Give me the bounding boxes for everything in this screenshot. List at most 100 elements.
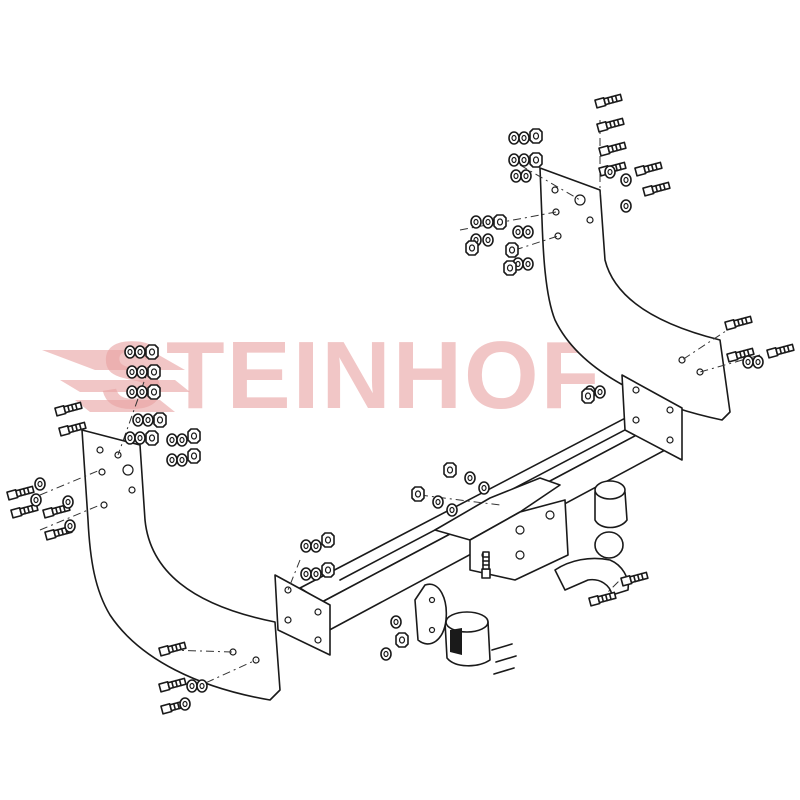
washer: [62, 495, 74, 509]
socket-screw: [491, 643, 513, 651]
washer: [300, 539, 312, 553]
nut: [145, 344, 159, 360]
alignment-lines: [39, 120, 761, 691]
saddle-hole: [515, 525, 525, 535]
bracket-hole: [128, 486, 136, 494]
washer: [34, 477, 46, 491]
washer: [620, 173, 632, 187]
watermark-logo-text: STEINHOF: [100, 322, 601, 429]
nut: [153, 412, 167, 428]
washer: [64, 519, 76, 533]
washer: [126, 385, 138, 399]
washer: [136, 385, 148, 399]
bolt: [594, 92, 623, 109]
end-plate-hole: [632, 416, 640, 424]
washer: [310, 567, 322, 581]
bracket-hole: [696, 368, 704, 376]
nut: [411, 486, 425, 502]
washer: [478, 481, 490, 495]
washer: [482, 233, 494, 247]
end-plate-hole: [284, 616, 292, 624]
washer: [522, 257, 534, 271]
washer: [136, 365, 148, 379]
bracket-hole: [98, 468, 106, 476]
bracket-hole: [122, 464, 134, 476]
nut: [145, 430, 159, 446]
washer: [518, 153, 530, 167]
washer: [508, 153, 520, 167]
washer: [518, 131, 530, 145]
bolt: [6, 484, 35, 501]
bolt: [642, 180, 671, 197]
center-saddle-bracket: [434, 477, 569, 581]
end-plate-hole: [666, 406, 674, 414]
washer: [179, 697, 191, 711]
bracket-hole: [96, 446, 104, 454]
left-end-plate: [274, 574, 331, 656]
socket-screw: [495, 655, 517, 663]
bolt: [588, 590, 617, 607]
left-side-bracket: [81, 429, 281, 701]
washer: [176, 453, 188, 467]
bolt: [596, 116, 625, 133]
bracket-hole: [554, 232, 562, 240]
washer: [594, 385, 606, 399]
bolt: [54, 400, 83, 417]
washer: [390, 615, 402, 629]
washer: [446, 503, 458, 517]
bracket-hole: [574, 194, 586, 206]
nut: [493, 214, 507, 230]
washer: [30, 493, 42, 507]
end-plate-hole: [632, 386, 640, 394]
washer: [134, 345, 146, 359]
washer: [522, 225, 534, 239]
washer: [470, 215, 482, 229]
tow-ball-assembly: [554, 480, 630, 596]
nut: [147, 364, 161, 380]
bracket-hole: [100, 501, 108, 509]
bolt: [766, 342, 795, 359]
nut: [581, 388, 595, 404]
nut: [443, 462, 457, 478]
socket-mounting-plate: [414, 583, 448, 645]
nut: [187, 428, 201, 444]
saddle-hole: [515, 550, 525, 560]
nut: [187, 448, 201, 464]
nut: [505, 242, 519, 258]
end-plate-hole: [314, 608, 322, 616]
washer: [124, 431, 136, 445]
bolt: [481, 551, 491, 579]
washer: [742, 355, 754, 369]
tow-ball: [594, 531, 624, 559]
nut: [147, 384, 161, 400]
socket-screw: [493, 667, 515, 675]
bolt: [634, 160, 663, 177]
bolt: [724, 314, 753, 331]
washer: [620, 199, 632, 213]
washer: [166, 433, 178, 447]
washer: [176, 433, 188, 447]
washer: [166, 453, 178, 467]
bolt: [158, 676, 187, 693]
nut: [321, 562, 335, 578]
electrical-socket: [444, 611, 491, 667]
washer: [482, 215, 494, 229]
nut: [529, 152, 543, 168]
ball-cover-top: [594, 480, 626, 500]
washer: [604, 165, 616, 179]
washer: [464, 471, 476, 485]
washer: [300, 567, 312, 581]
end-plate-hole: [284, 586, 292, 594]
end-plate-hole: [314, 636, 322, 644]
bolt: [598, 140, 627, 157]
washer: [510, 169, 522, 183]
washer: [508, 131, 520, 145]
washer: [196, 679, 208, 693]
washer: [752, 355, 764, 369]
washer: [124, 345, 136, 359]
washer: [310, 539, 322, 553]
end-plate-hole: [666, 436, 674, 444]
bracket-hole: [551, 186, 559, 194]
right-end-plate: [621, 374, 683, 461]
ball-neck: [554, 557, 630, 596]
